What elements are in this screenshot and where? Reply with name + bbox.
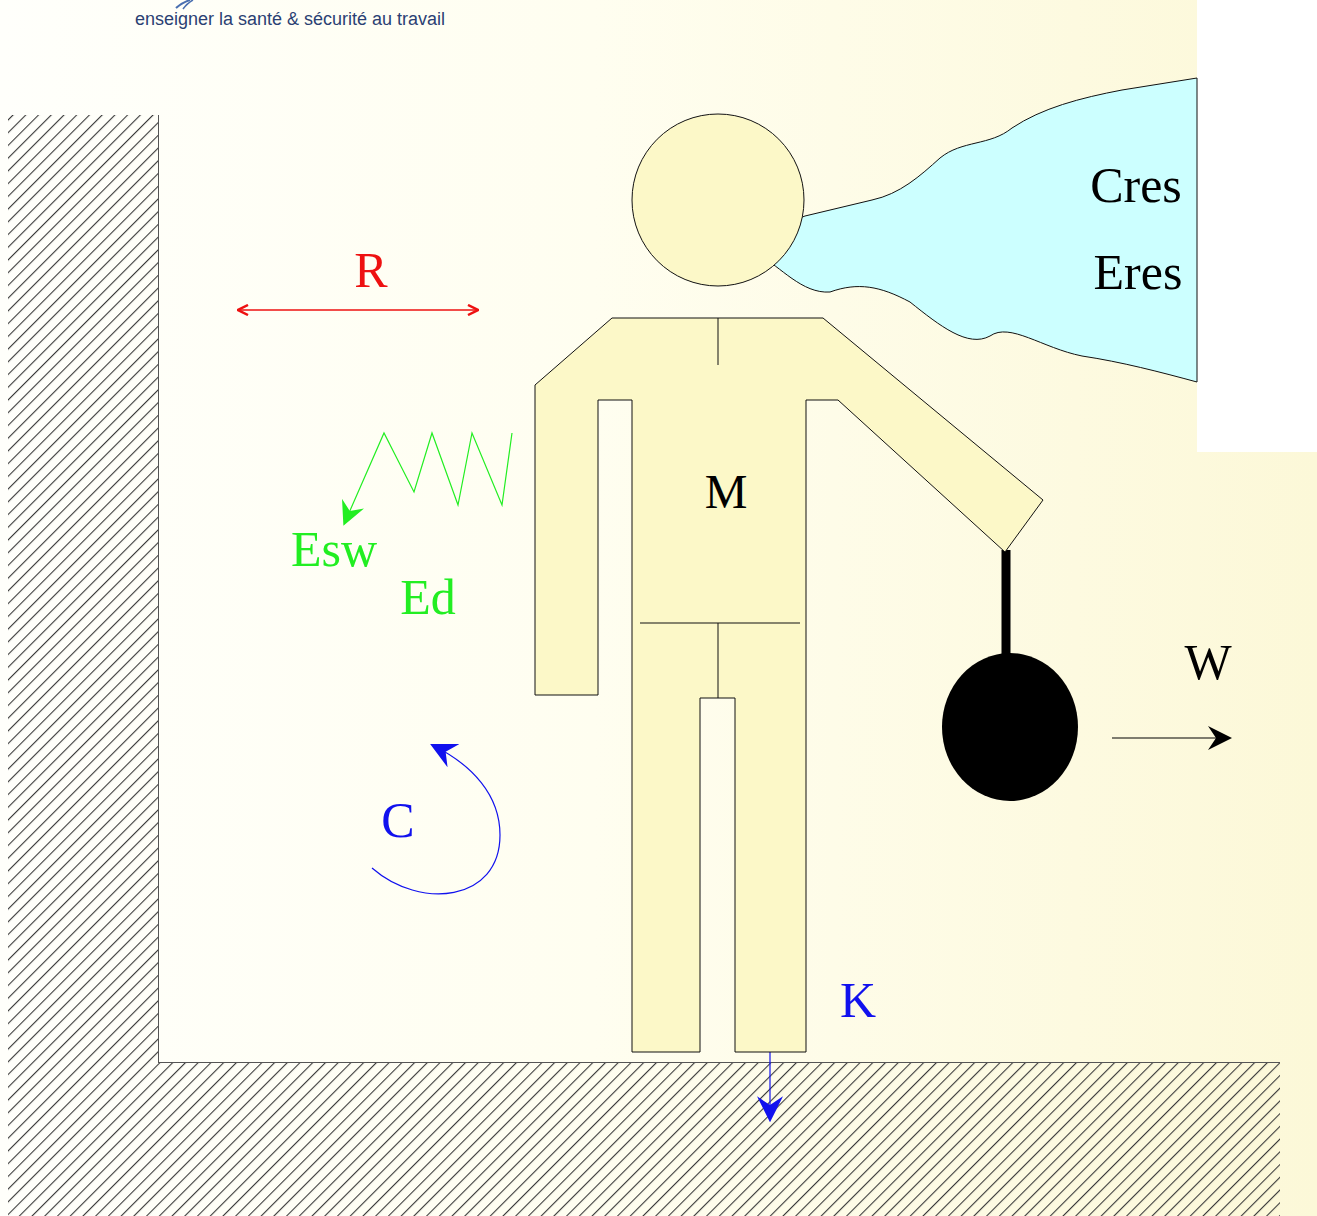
- head-shape: [632, 114, 804, 286]
- body-seam: [718, 318, 719, 365]
- body-shape: [535, 318, 1043, 1052]
- body-seam: [718, 623, 719, 698]
- floor-edge: [158, 1062, 1280, 1063]
- conduction-label: K: [840, 975, 876, 1025]
- work-label: W: [1184, 637, 1231, 687]
- radiation-arrow: [238, 309, 478, 311]
- node-text: Cres: [1090, 160, 1182, 210]
- wall-hatch: [8, 115, 158, 1216]
- node-text: M: [705, 468, 748, 516]
- body-seam: [640, 623, 800, 624]
- human-body: M: [530, 100, 1050, 1060]
- load-rod: [1002, 550, 1011, 662]
- sweat-label: Esw: [291, 524, 377, 574]
- human-body-outline: [530, 100, 1050, 1060]
- convection-arrow: [372, 746, 500, 894]
- convection-label: C: [381, 795, 414, 845]
- diffusion-label: Ed: [400, 572, 456, 622]
- evaporation-zigzag: [345, 433, 512, 522]
- floor-hatch: [158, 1062, 1280, 1216]
- wall-edge: [158, 115, 159, 1062]
- work-arrow: [1112, 737, 1230, 738]
- logo-fragment: [183, 0, 193, 9]
- white-panel: [1197, 0, 1317, 452]
- load-weight: [942, 653, 1078, 801]
- header-text: enseigner la santé & sécurité au travail: [135, 10, 445, 28]
- radiation-label: R: [354, 245, 387, 295]
- node-text: Eres: [1094, 247, 1183, 297]
